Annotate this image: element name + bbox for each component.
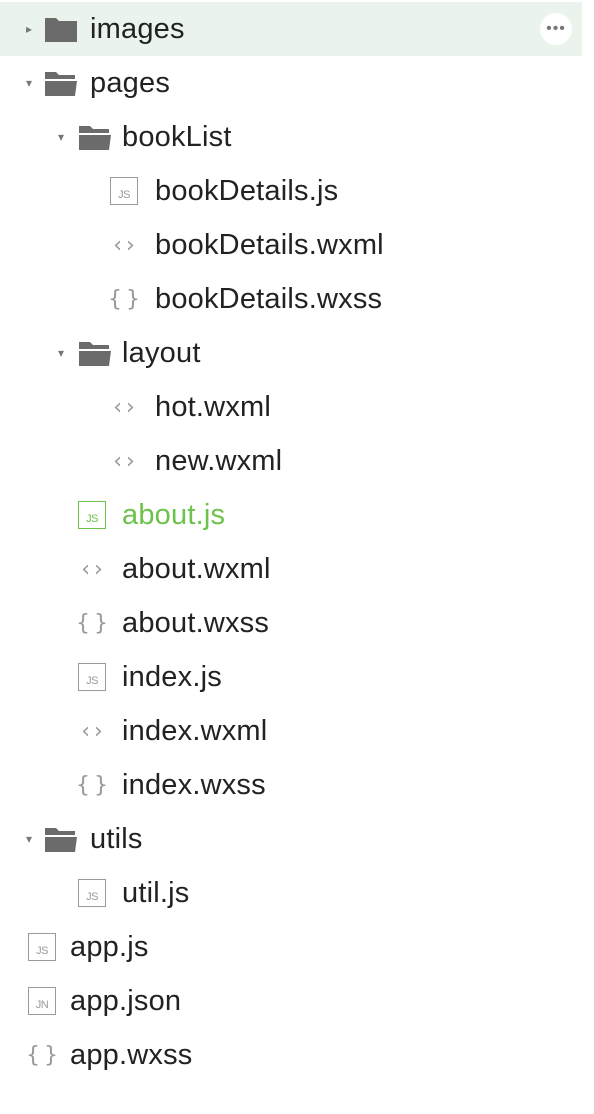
js-file-icon: JS bbox=[78, 879, 106, 907]
caret-down-icon[interactable]: ▾ bbox=[57, 130, 65, 144]
folder-open-icon bbox=[44, 825, 78, 853]
folder-label: utils bbox=[90, 823, 143, 855]
file-row[interactable]: JS index.js bbox=[0, 650, 594, 704]
file-row[interactable]: {} app.wxss bbox=[0, 1028, 594, 1082]
file-row[interactable]: ‹› new.wxml bbox=[0, 434, 594, 488]
folder-open-icon bbox=[44, 69, 78, 97]
file-label: index.js bbox=[122, 661, 222, 693]
file-row[interactable]: JN app.json bbox=[0, 974, 594, 1028]
file-label: app.json bbox=[70, 985, 182, 1017]
folder-row[interactable]: ▾ utils bbox=[0, 812, 594, 866]
file-glyph-text: ‹› bbox=[81, 718, 107, 744]
file-label: bookDetails.wxss bbox=[155, 283, 383, 315]
wxml-file-icon: ‹› bbox=[110, 231, 142, 259]
file-row[interactable]: JS util.js bbox=[0, 866, 594, 920]
js-file-icon: JS bbox=[28, 933, 56, 961]
json-file-icon: JN bbox=[28, 987, 56, 1015]
file-row[interactable]: JS bookDetails.js bbox=[0, 164, 594, 218]
file-row[interactable]: ‹› about.wxml bbox=[0, 542, 594, 596]
file-badge-text: JS bbox=[28, 933, 56, 961]
caret-right-icon[interactable]: ▸ bbox=[25, 22, 33, 36]
wxml-file-icon: ‹› bbox=[78, 717, 110, 745]
file-label: app.wxss bbox=[70, 1039, 193, 1071]
file-label: util.js bbox=[122, 877, 190, 909]
file-badge-text: JN bbox=[28, 987, 56, 1015]
file-row[interactable]: {} index.wxss bbox=[0, 758, 594, 812]
caret-down-icon[interactable]: ▾ bbox=[57, 346, 65, 360]
file-glyph-text: {} bbox=[76, 610, 112, 636]
folder-label: layout bbox=[122, 337, 201, 369]
js-file-icon: JS bbox=[78, 663, 106, 691]
file-glyph-text: {} bbox=[26, 1042, 62, 1068]
folder-label: bookList bbox=[122, 121, 232, 153]
wxss-file-icon: {} bbox=[108, 285, 144, 313]
caret-down-icon[interactable]: ▾ bbox=[25, 76, 33, 90]
file-badge-text: JS bbox=[78, 501, 106, 529]
wxml-file-icon: ‹› bbox=[110, 393, 142, 421]
file-glyph-text: ‹› bbox=[113, 448, 139, 474]
file-label: bookDetails.js bbox=[155, 175, 339, 207]
file-row[interactable]: JS about.js bbox=[0, 488, 594, 542]
folder-label: pages bbox=[90, 67, 171, 99]
file-row[interactable]: {} about.wxss bbox=[0, 596, 594, 650]
folder-icon bbox=[44, 15, 78, 43]
file-label: about.js bbox=[122, 499, 226, 531]
file-row[interactable]: ‹› hot.wxml bbox=[0, 380, 594, 434]
file-label: about.wxml bbox=[122, 553, 271, 585]
wxml-file-icon: ‹› bbox=[110, 447, 142, 475]
caret-down-icon[interactable]: ▾ bbox=[25, 832, 33, 846]
file-row[interactable]: {} bookDetails.wxss bbox=[0, 272, 594, 326]
file-glyph-text: {} bbox=[76, 772, 112, 798]
file-label: new.wxml bbox=[155, 445, 283, 477]
file-label: index.wxml bbox=[122, 715, 268, 747]
folder-row[interactable]: ▾ bookList bbox=[0, 110, 594, 164]
file-glyph-text: {} bbox=[108, 286, 144, 312]
file-label: about.wxss bbox=[122, 607, 270, 639]
folder-open-icon bbox=[78, 123, 112, 151]
file-glyph-text: ‹› bbox=[113, 232, 139, 258]
more-options-button[interactable]: ••• bbox=[540, 13, 572, 45]
file-label: app.js bbox=[70, 931, 149, 963]
file-badge-text: JS bbox=[110, 177, 138, 205]
folder-row[interactable]: ▸ images ••• bbox=[0, 2, 582, 56]
file-glyph-text: ‹› bbox=[81, 556, 107, 582]
js-file-icon: JS bbox=[110, 177, 138, 205]
wxss-file-icon: {} bbox=[76, 771, 112, 799]
file-row[interactable]: ‹› index.wxml bbox=[0, 704, 594, 758]
file-row[interactable]: JS app.js bbox=[0, 920, 594, 974]
wxml-file-icon: ‹› bbox=[78, 555, 110, 583]
more-icon: ••• bbox=[546, 20, 566, 37]
file-badge-text: JS bbox=[78, 879, 106, 907]
js-file-icon: JS bbox=[78, 501, 106, 529]
wxss-file-icon: {} bbox=[26, 1041, 62, 1069]
folder-label: images bbox=[90, 13, 185, 45]
folder-row[interactable]: ▾ pages bbox=[0, 56, 594, 110]
file-glyph-text: ‹› bbox=[113, 394, 139, 420]
file-label: index.wxss bbox=[122, 769, 266, 801]
file-label: bookDetails.wxml bbox=[155, 229, 384, 261]
wxss-file-icon: {} bbox=[76, 609, 112, 637]
file-row[interactable]: ‹› bookDetails.wxml bbox=[0, 218, 594, 272]
file-label: hot.wxml bbox=[155, 391, 272, 423]
folder-open-icon bbox=[78, 339, 112, 367]
file-badge-text: JS bbox=[78, 663, 106, 691]
folder-row[interactable]: ▾ layout bbox=[0, 326, 594, 380]
